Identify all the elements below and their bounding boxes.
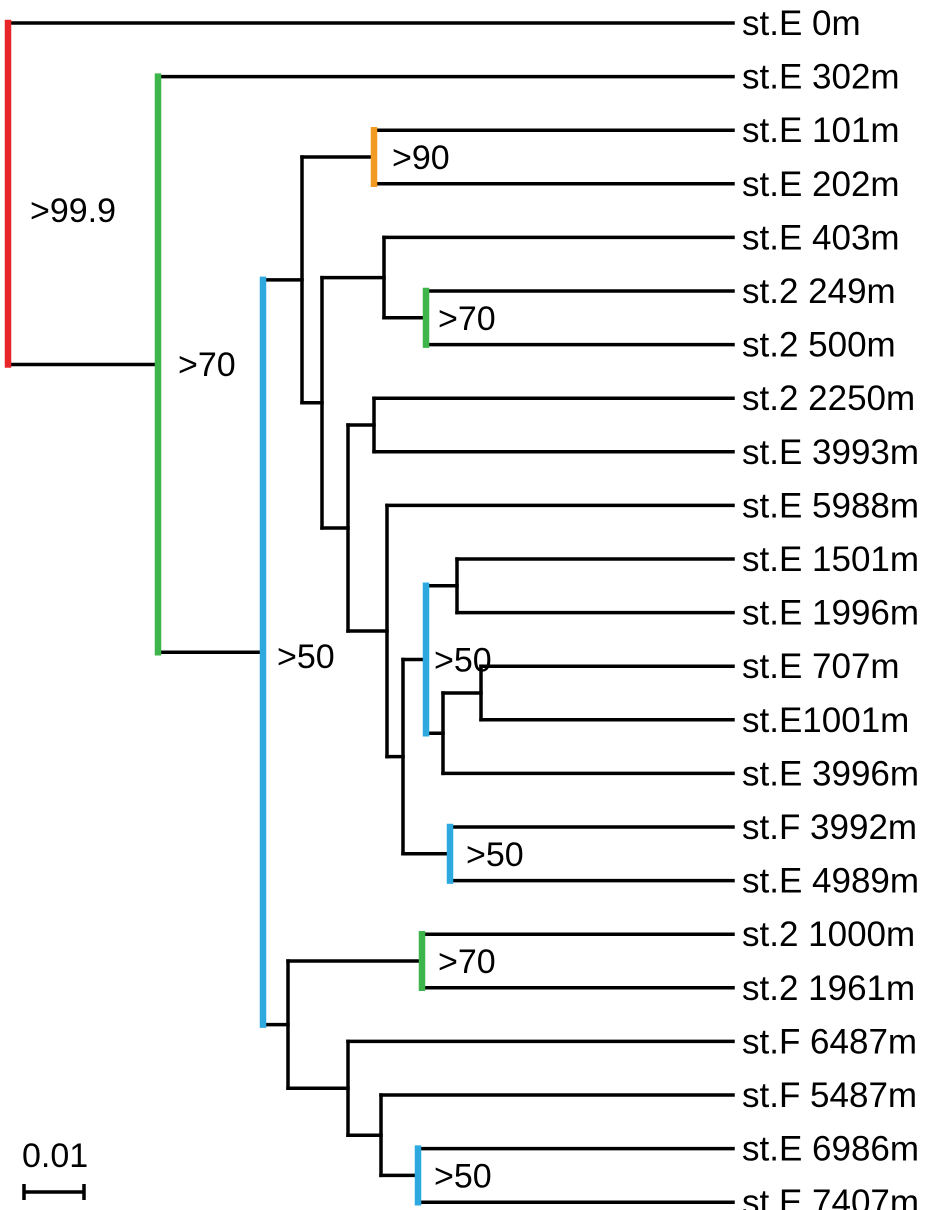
- leaf-label: st.F 6487m: [742, 1022, 917, 1061]
- leaf-label: st.E 302m: [742, 58, 900, 97]
- leaf-label: st.E 4989m: [742, 862, 919, 901]
- leaf-label: st.2 500m: [742, 326, 896, 365]
- support-label-clade_6986_7407: >50: [434, 1157, 492, 1195]
- support-labels: >90 >70 >50 >50 >70 >50 >50 >70 >99.9: [30, 139, 524, 1195]
- leaf-label: st.F 3992m: [742, 808, 917, 847]
- scale-bar-label: 0.01: [22, 1137, 88, 1175]
- support-bars: [4, 19, 454, 1206]
- leaf-label: st.E 1996m: [742, 594, 919, 633]
- leaf-label: st.2 1000m: [742, 915, 915, 954]
- support-label-clade_302: >70: [178, 346, 236, 384]
- support-label-root: >99.9: [30, 192, 116, 230]
- leaf-label: st.2 249m: [742, 272, 896, 311]
- leaf-label: st.E 6986m: [742, 1130, 919, 1169]
- support-label-clade_101_202: >90: [392, 139, 450, 177]
- support-label-clade_main: >50: [277, 638, 335, 676]
- leaf-label: st.E1001m: [742, 701, 909, 740]
- leaf-label: st.E 7407m: [742, 1183, 919, 1210]
- leaf-labels: st.E 0m st.E 302m st.E 101m st.E 202m st.E 4…: [742, 4, 919, 1210]
- leaf-label: st.2 2250m: [742, 379, 915, 418]
- support-label-clade_1000_1961: >70: [438, 943, 496, 981]
- leaf-label: st.E 1501m: [742, 540, 919, 579]
- support-label-clade_249_500: >70: [438, 300, 496, 338]
- leaf-label: st.E 0m: [742, 4, 861, 43]
- scale-bar: 0.01: [22, 1137, 88, 1200]
- leaf-label: st.E 707m: [742, 647, 900, 686]
- leaf-label: st.2 1961m: [742, 969, 915, 1008]
- leaf-label: st.E 403m: [742, 218, 900, 257]
- tree-branches: [6, 21, 735, 1204]
- leaf-label: st.E 5988m: [742, 486, 919, 525]
- leaf-label: st.E 202m: [742, 165, 900, 204]
- support-label-clade_1501_3996: >50: [434, 642, 492, 680]
- leaf-label: st.E 3996m: [742, 754, 919, 793]
- leaf-label: st.E 3993m: [742, 433, 919, 472]
- leaf-label: st.E 101m: [742, 111, 900, 150]
- support-label-clade_3992_4989: >50: [466, 836, 524, 874]
- leaf-label: st.F 5487m: [742, 1076, 917, 1115]
